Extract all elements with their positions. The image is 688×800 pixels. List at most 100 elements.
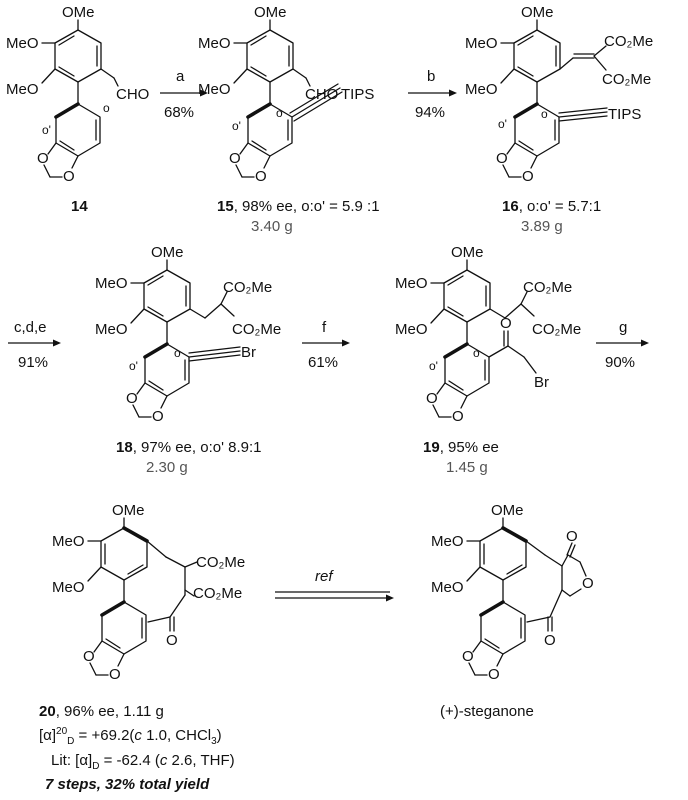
o-prime-label: o' <box>42 123 51 137</box>
o-ring-label: o <box>103 101 110 115</box>
o-atom: O <box>37 150 49 167</box>
reagent-ref: ref <box>315 568 334 585</box>
total-yield-summary: 7 steps, 32% total yield <box>45 776 210 793</box>
arrow-step-g: g 90% <box>596 319 649 371</box>
o-ring-label: o <box>473 346 480 360</box>
arrow-step-ref: ref <box>275 568 394 602</box>
compound-14: OMe MeO MeO CHO o o' O O 14 <box>6 4 149 215</box>
meo-label: MeO <box>465 35 498 52</box>
compound-16-caption: 16, o:o' = 5.7:1 <box>502 198 601 215</box>
o-atom: O <box>426 390 438 407</box>
ome-label: OMe <box>491 502 524 519</box>
meo-label: MeO <box>395 275 428 292</box>
meo-label: MeO <box>465 81 498 98</box>
literature-rotation: Lit: [α]D = -62.4 (c 2.6, THF) <box>51 752 235 772</box>
o-atom: O <box>126 390 138 407</box>
co2me-label: CO₂Me <box>523 279 572 296</box>
compound-18-number: 18 <box>116 439 133 456</box>
o-atom: O <box>63 168 75 185</box>
meo-label: MeO <box>95 275 128 292</box>
o-prime-label: o' <box>232 119 241 133</box>
compound-18-caption: 18, 97% ee, o:o' 8.9:1 <box>116 439 261 456</box>
o-atom: O <box>255 168 267 185</box>
notes: [α]20D = +69.2(c 1.0, CHCl3) Lit: [α]D =… <box>39 726 235 793</box>
o-atom: O <box>522 168 534 185</box>
br-label: Br <box>534 374 549 391</box>
compound-18: OMe MeO MeO CO₂Me CO₂Me o o' Br O O 18, … <box>95 244 281 476</box>
reagent-g: g <box>619 319 627 336</box>
compound-19: OMe MeO MeO CO₂Me CO₂Me o o' O Br O O 19… <box>395 244 581 476</box>
o-atom: O <box>452 408 464 425</box>
o-atom: O <box>500 315 512 332</box>
cho-label: CHO <box>116 86 149 103</box>
tips-label: TIPS <box>608 106 641 123</box>
ome-label: OMe <box>521 4 554 21</box>
ome-label: OMe <box>112 502 145 519</box>
compound-16-desc: , o:o' = 5.7:1 <box>519 198 602 215</box>
meo-label: MeO <box>431 533 464 550</box>
compound-16: OMe MeO MeO CO₂Me CO₂Me o o' TIPS O O 16… <box>465 4 653 235</box>
meo-label: MeO <box>6 81 39 98</box>
meo-label: MeO <box>52 579 85 596</box>
o-atom: O <box>488 666 500 683</box>
steganone-label: (+)-steganone <box>440 703 534 720</box>
compound-18-mass: 2.30 g <box>146 459 188 476</box>
o-atom: O <box>229 150 241 167</box>
o-atom: O <box>109 666 121 683</box>
o-atom: O <box>462 648 474 665</box>
compound-15-mass: 3.40 g <box>251 218 293 235</box>
o-atom: O <box>496 150 508 167</box>
yield-b: 94% <box>415 104 445 121</box>
compound-15-desc: , 98% ee, o:o' = 5.9 :1 <box>234 198 380 215</box>
reagent-b: b <box>427 68 435 85</box>
compound-16-mass: 3.89 g <box>521 218 563 235</box>
meo-label: MeO <box>95 321 128 338</box>
compound-19-caption: 19, 95% ee <box>423 439 499 456</box>
co2me-label: CO₂Me <box>223 279 272 296</box>
compound-15-number: 15 <box>217 198 234 215</box>
co2me-label: CO₂Me <box>602 71 651 88</box>
yield-a: 68% <box>164 104 194 121</box>
co2me-label: CO₂Me <box>196 554 245 571</box>
br-label: Br <box>241 344 256 361</box>
reagent-a: a <box>176 68 185 85</box>
o-atom: O <box>166 632 178 649</box>
meo-label: MeO <box>431 579 464 596</box>
compound-15: OMe MeO MeO CHO o o' TIPS O O 15, 98% ee… <box>198 4 380 235</box>
o-prime-label: o' <box>129 359 138 373</box>
yield-cde: 91% <box>18 354 48 371</box>
co2me-label: CO₂Me <box>193 585 242 602</box>
compound-20-number: 20 <box>39 703 56 720</box>
o-atom: O <box>544 632 556 649</box>
ome-label: OMe <box>151 244 184 261</box>
o-atom: O <box>582 575 594 592</box>
o-ring-label: o <box>174 346 181 360</box>
yield-g: 90% <box>605 354 635 371</box>
reagent-cde: c,d,e <box>14 319 47 336</box>
ome-label: OMe <box>254 4 287 21</box>
o-prime-label: o' <box>429 359 438 373</box>
o-atom: O <box>152 408 164 425</box>
steganone-structure: OMe MeO MeO O O O O O (+)-steganone <box>431 502 594 720</box>
meo-label: MeO <box>198 35 231 52</box>
yield-f: 61% <box>308 354 338 371</box>
compound-16-number: 16 <box>502 198 519 215</box>
reagent-f: f <box>322 319 327 336</box>
meo-label: MeO <box>198 81 231 98</box>
compound-19-number: 19 <box>423 439 440 456</box>
o-ring-label: o <box>541 107 548 121</box>
arrow-step-cde: c,d,e 91% <box>8 319 61 371</box>
arrow-step-b: b 94% <box>408 68 457 121</box>
o-atom: O <box>566 528 578 545</box>
compound-20-caption: 20, 96% ee, 1.11 g <box>39 703 164 720</box>
ome-label: OMe <box>62 4 95 21</box>
ome-label: OMe <box>451 244 484 261</box>
compound-20: OMe MeO MeO CO₂Me CO₂Me O O O 20, 96% ee… <box>39 502 245 720</box>
meo-label: MeO <box>52 533 85 550</box>
compound-20-desc: , 96% ee, 1.11 g <box>56 703 164 720</box>
compound-19-mass: 1.45 g <box>446 459 488 476</box>
arrow-step-a: a 68% <box>160 68 208 121</box>
o-ring-label: o <box>276 106 283 120</box>
compound-18-desc: , 97% ee, o:o' 8.9:1 <box>133 439 262 456</box>
